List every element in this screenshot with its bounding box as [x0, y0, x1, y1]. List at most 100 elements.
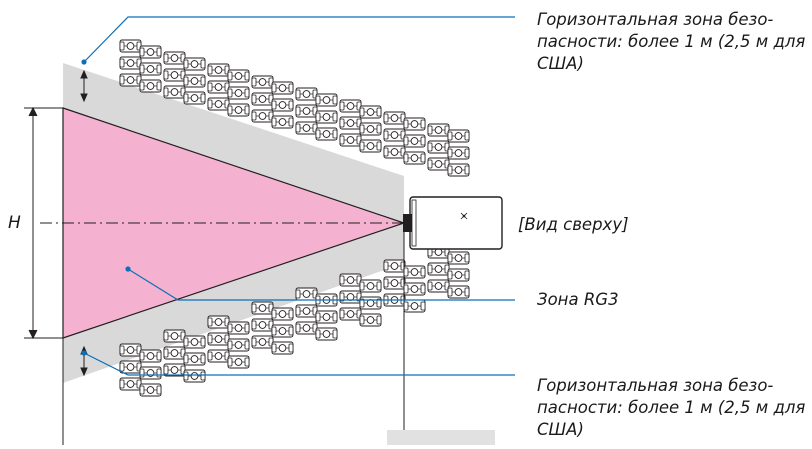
safety-zone-top-line-3: США)	[537, 54, 584, 73]
audience-seat-icon	[251, 75, 274, 89]
audience-seat-icon	[339, 273, 362, 287]
audience-seat-icon	[119, 377, 142, 391]
audience-seat-icon	[271, 98, 294, 112]
audience-seat-icon	[427, 123, 450, 137]
audience-seat-icon	[447, 251, 470, 265]
audience-seat-icon	[163, 346, 186, 360]
audience-seat-icon	[271, 115, 294, 129]
audience-seat-icon	[183, 57, 206, 71]
audience-seat-icon	[383, 259, 406, 273]
audience-seat-icon	[183, 335, 206, 349]
audience-seat-icon	[295, 121, 318, 135]
audience-seat-icon	[295, 304, 318, 318]
audience-seat-icon	[295, 321, 318, 335]
audience-seat-icon	[139, 79, 162, 93]
audience-seat-icon	[207, 63, 230, 77]
rg3-zone-label: Зона RG3	[537, 290, 619, 309]
audience-seat-icon	[383, 276, 406, 290]
audience-seat-icon	[447, 129, 470, 143]
audience-seat-icon	[227, 103, 250, 117]
audience-seat-icon	[227, 355, 250, 369]
audience-seat-icon	[207, 80, 230, 94]
audience-seat-icon	[119, 343, 142, 357]
audience-seat-icon	[183, 74, 206, 88]
audience-seat-icon	[163, 68, 186, 82]
audience-seat-icon	[315, 327, 338, 341]
projector-icon	[403, 196, 503, 250]
audience-seat-icon	[427, 140, 450, 154]
audience-seat-icon	[315, 310, 338, 324]
audience-seat-icon	[227, 338, 250, 352]
audience-seat-icon	[251, 92, 274, 106]
audience-seat-icon	[139, 62, 162, 76]
leader-line-top	[83, 16, 515, 63]
leader-line-bottom	[83, 352, 515, 376]
audience-seat-icon	[139, 383, 162, 397]
audience-seat-icon	[227, 321, 250, 335]
audience-seat-icon	[207, 315, 230, 329]
audience-seat-icon	[427, 262, 450, 276]
audience-seat-icon	[227, 69, 250, 83]
audience-seat-icon	[271, 307, 294, 321]
safety-zone-bottom-line-2: пасности: более 1 м (2,5 м для	[537, 398, 806, 417]
audience-seat-icon	[251, 109, 274, 123]
audience-seat-icon	[271, 341, 294, 355]
audience-seat-icon	[163, 329, 186, 343]
audience-seat-icon	[295, 87, 318, 101]
audience-seat-icon	[447, 146, 470, 160]
audience-seat-icon	[207, 332, 230, 346]
safety-zone-bottom-line-3: США)	[537, 420, 584, 439]
h-dimension	[24, 106, 63, 340]
audience-seat-icon	[339, 99, 362, 113]
audience-seat-icon	[183, 369, 206, 383]
audience-seat-icon	[251, 318, 274, 332]
audience-seat-icon	[427, 157, 450, 171]
audience-seat-icon	[119, 360, 142, 374]
audience-seat-icon	[163, 85, 186, 99]
audience-seat-icon	[139, 45, 162, 59]
safety-zone-bottom-line-1: Горизонтальная зона безо-	[537, 376, 774, 395]
audience-seat-icon	[207, 349, 230, 363]
audience-seat-icon	[359, 122, 382, 136]
audience-seat-icon	[183, 352, 206, 366]
audience-seat-icon	[227, 86, 250, 100]
audience-seat-icon	[207, 97, 230, 111]
audience-seat-icon	[403, 117, 426, 131]
audience-seat-icon	[315, 93, 338, 107]
audience-seat-icon	[339, 290, 362, 304]
audience-seat-icon	[251, 301, 274, 315]
audience-seat-icon	[251, 335, 274, 349]
h-dimension-label: H	[8, 213, 21, 233]
audience-seat-icon	[339, 133, 362, 147]
top-view-label: [Вид сверху]	[518, 215, 629, 234]
audience-seat-icon	[447, 163, 470, 177]
audience-seat-icon	[359, 296, 382, 310]
audience-seat-icon	[383, 128, 406, 142]
audience-seat-icon	[271, 81, 294, 95]
audience-seat-icon	[183, 91, 206, 105]
audience-seat-icon	[383, 145, 406, 159]
audience-seat-icon	[403, 151, 426, 165]
audience-seat-icon	[339, 307, 362, 321]
audience-seat-icon	[447, 268, 470, 282]
leader-dots	[81, 59, 131, 356]
audience-seat-icon	[403, 134, 426, 148]
audience-top-group	[119, 39, 470, 177]
audience-seat-icon	[271, 324, 294, 338]
audience-seat-icon	[339, 116, 362, 130]
audience-seat-icon	[359, 105, 382, 119]
audience-seat-icon	[359, 313, 382, 327]
audience-seat-icon	[139, 366, 162, 380]
audience-seat-icon	[359, 279, 382, 293]
audience-seat-icon	[163, 363, 186, 377]
double-arrow-icon	[80, 69, 88, 103]
safety-zone-top-label: Горизонтальная зона безо- пасности: боле…	[537, 9, 805, 75]
leader-line-rg3	[127, 268, 515, 301]
safety-zone-top-line-2: пасности: более 1 м (2,5 м для	[537, 32, 806, 51]
audience-seat-icon	[119, 39, 142, 53]
audience-seat-icon	[163, 51, 186, 65]
audience-seat-icon	[403, 282, 426, 296]
audience-seat-icon	[315, 127, 338, 141]
bottom-patch	[387, 430, 495, 445]
